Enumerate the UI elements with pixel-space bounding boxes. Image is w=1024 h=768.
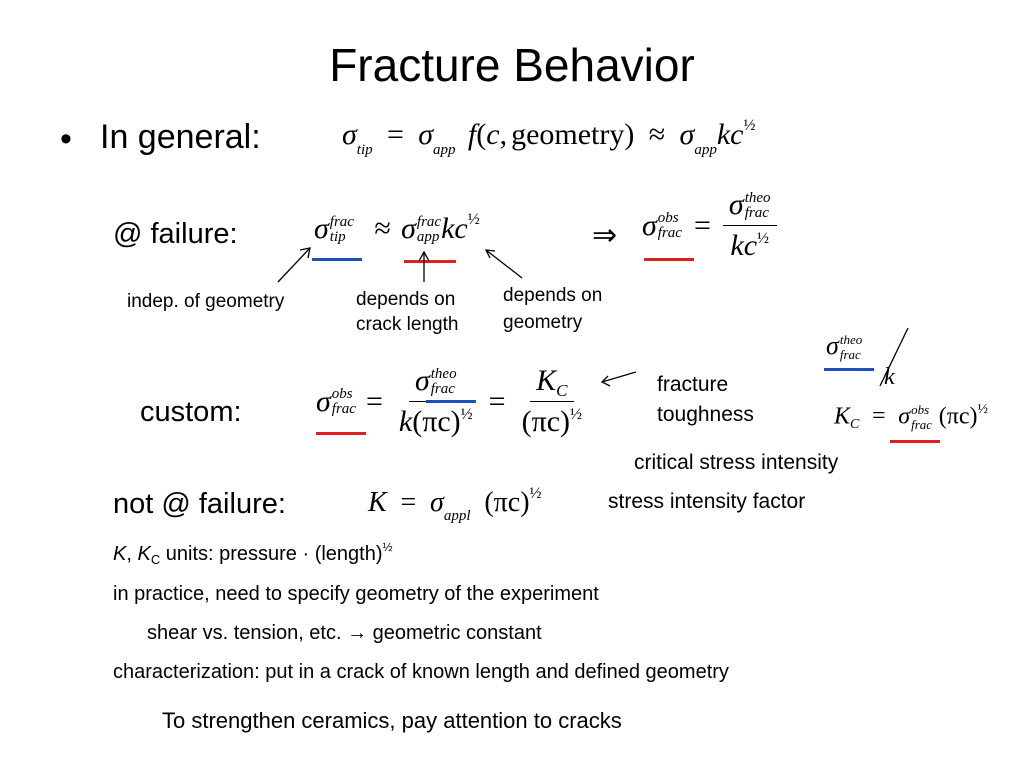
- annotation-indep-geometry: indep. of geometry: [127, 291, 285, 312]
- failure-label: @ failure:: [113, 218, 238, 250]
- app-underline: [404, 260, 456, 263]
- annotation-fracture-line2: toughness: [657, 403, 754, 426]
- tip-underline: [312, 258, 362, 261]
- obs-underline: [644, 258, 694, 261]
- general-equation: σtip = σapp f(c,geometry) ≈ σappkc½: [342, 117, 756, 158]
- annotation-depends-geometry: depends on geometry: [503, 282, 602, 336]
- characterization-line: characterization: put in a crack of know…: [113, 661, 729, 683]
- annotation-critical-stress: critical stress intensity: [634, 451, 839, 474]
- annotation-depends-geometry-line1: depends on: [503, 285, 603, 306]
- bullet: •: [60, 120, 72, 158]
- custom-obs-underline: [316, 432, 366, 435]
- annotation-crack-length: depends on crack length: [356, 287, 458, 337]
- units-text: units: pressure · (length): [160, 543, 383, 565]
- general-label: In general:: [100, 118, 261, 156]
- annotation-crack-length-line2: crack length: [356, 314, 459, 335]
- implies-symbol: ⇒: [592, 219, 618, 252]
- kc-obs-underline: [890, 440, 940, 443]
- practice-line: in practice, need to specify geometry of…: [113, 583, 599, 605]
- page-title: Fracture Behavior: [329, 39, 695, 91]
- annotation-fracture-toughness: fracture toughness: [657, 370, 754, 430]
- theo-k-underline: [824, 368, 874, 371]
- k-symbol: k: [884, 364, 895, 390]
- units-line: K, KC units: pressure · (length)½: [113, 540, 393, 567]
- annotation-depends-geometry-line2: geometry: [503, 312, 583, 333]
- annotation-stress-intensity-factor: stress intensity factor: [608, 490, 806, 513]
- units-c-subscript: C: [150, 552, 161, 567]
- units-k: K: [113, 543, 127, 565]
- units-kc: K: [137, 543, 151, 565]
- strengthen-line: To strengthen ceramics, pay attention to…: [162, 708, 622, 733]
- not-failure-equation: K = σappl (πc)½: [368, 485, 542, 524]
- units-comma: ,: [126, 543, 138, 565]
- annotation-crack-length-line1: depends on: [356, 289, 456, 310]
- custom-theo-underline: [426, 400, 476, 403]
- shear-line: shear vs. tension, etc. → geometric cons…: [147, 622, 542, 644]
- annotation-fracture-line1: fracture: [657, 373, 729, 396]
- custom-label: custom:: [140, 396, 242, 428]
- not-failure-label: not @ failure:: [113, 488, 286, 520]
- units-half: ½: [382, 540, 393, 554]
